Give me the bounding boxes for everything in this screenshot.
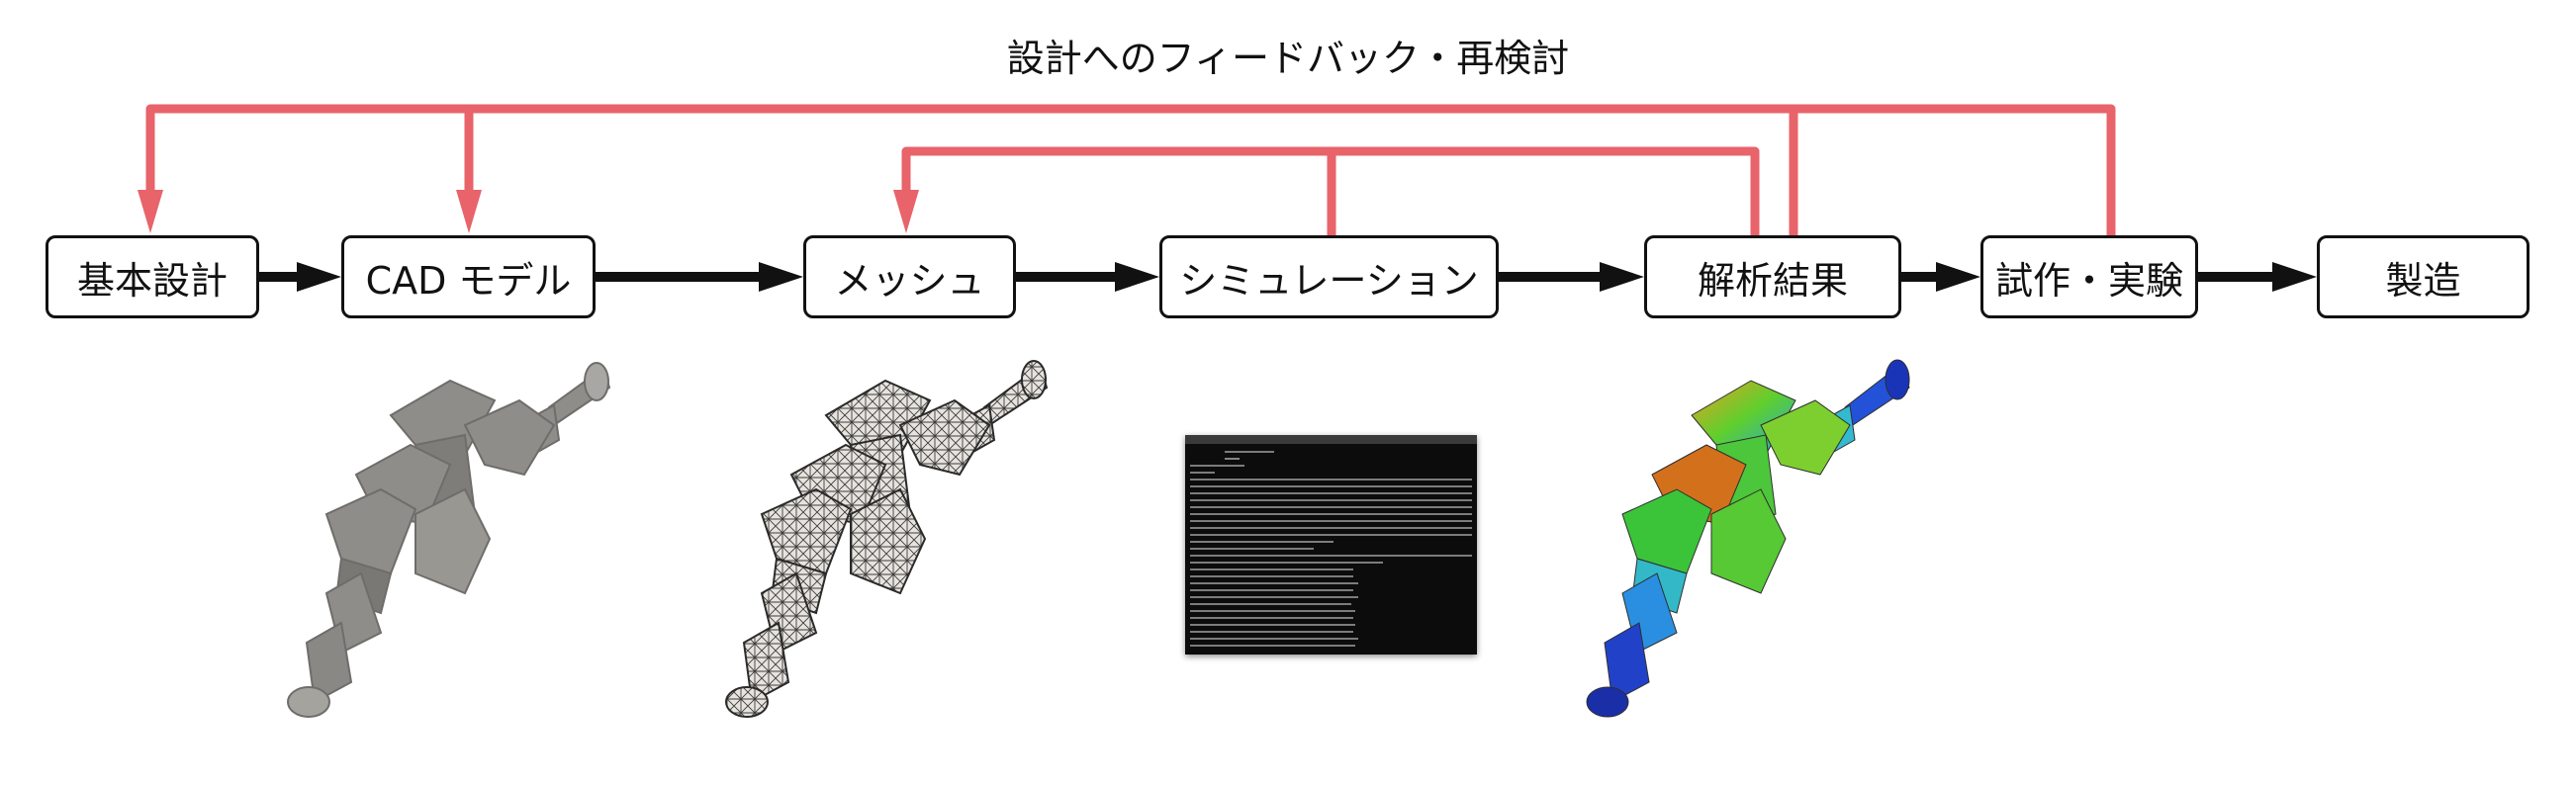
node-manufacturing-label: 製造 xyxy=(2385,258,2461,303)
crankshaft-contour-image xyxy=(1586,359,1910,718)
node-analysis-result: 解析結果 xyxy=(1644,235,1901,318)
feedback-arrowhead-mesh xyxy=(893,190,919,233)
crankshaft-cad-image xyxy=(287,362,611,718)
flow-arrowhead-1 xyxy=(297,262,341,292)
node-mesh-label: メッシュ xyxy=(834,258,985,303)
flow-arrowhead-5 xyxy=(1936,262,1980,292)
terminal-title-bar xyxy=(1185,435,1477,444)
node-prototype-experiment: 試作・実験 xyxy=(1980,235,2198,318)
node-prototype-experiment-label: 試作・実験 xyxy=(1994,258,2183,303)
feedback-label: 設計へのフィードバック・再検討 xyxy=(1006,37,1570,80)
crankshaft-mesh-image xyxy=(725,360,1049,718)
terminal-screenshot-image xyxy=(1185,435,1477,655)
flow-arrowhead-3 xyxy=(1115,262,1159,292)
node-simulation-label: シミュレーション xyxy=(1179,258,1479,303)
node-basic-design-label: 基本設計 xyxy=(76,258,228,303)
feedback-outer-line xyxy=(145,104,2116,235)
flow-arrowhead-4 xyxy=(1600,262,1644,292)
terminal-text-lines xyxy=(1190,451,1472,647)
flow-arrowhead-6 xyxy=(2272,262,2317,292)
node-cad-model-label: CAD モデル xyxy=(365,258,572,303)
flow-arrowhead-2 xyxy=(759,262,803,292)
node-basic-design: 基本設計 xyxy=(46,235,259,318)
node-cad-model: CAD モデル xyxy=(341,235,596,318)
node-mesh: メッシュ xyxy=(803,235,1016,318)
node-manufacturing: 製造 xyxy=(2317,235,2530,318)
feedback-arrowhead-cad xyxy=(456,190,482,233)
node-analysis-result-label: 解析結果 xyxy=(1697,258,1848,303)
node-simulation: シミュレーション xyxy=(1159,235,1499,318)
feedback-arrowhead-basic xyxy=(138,190,163,233)
